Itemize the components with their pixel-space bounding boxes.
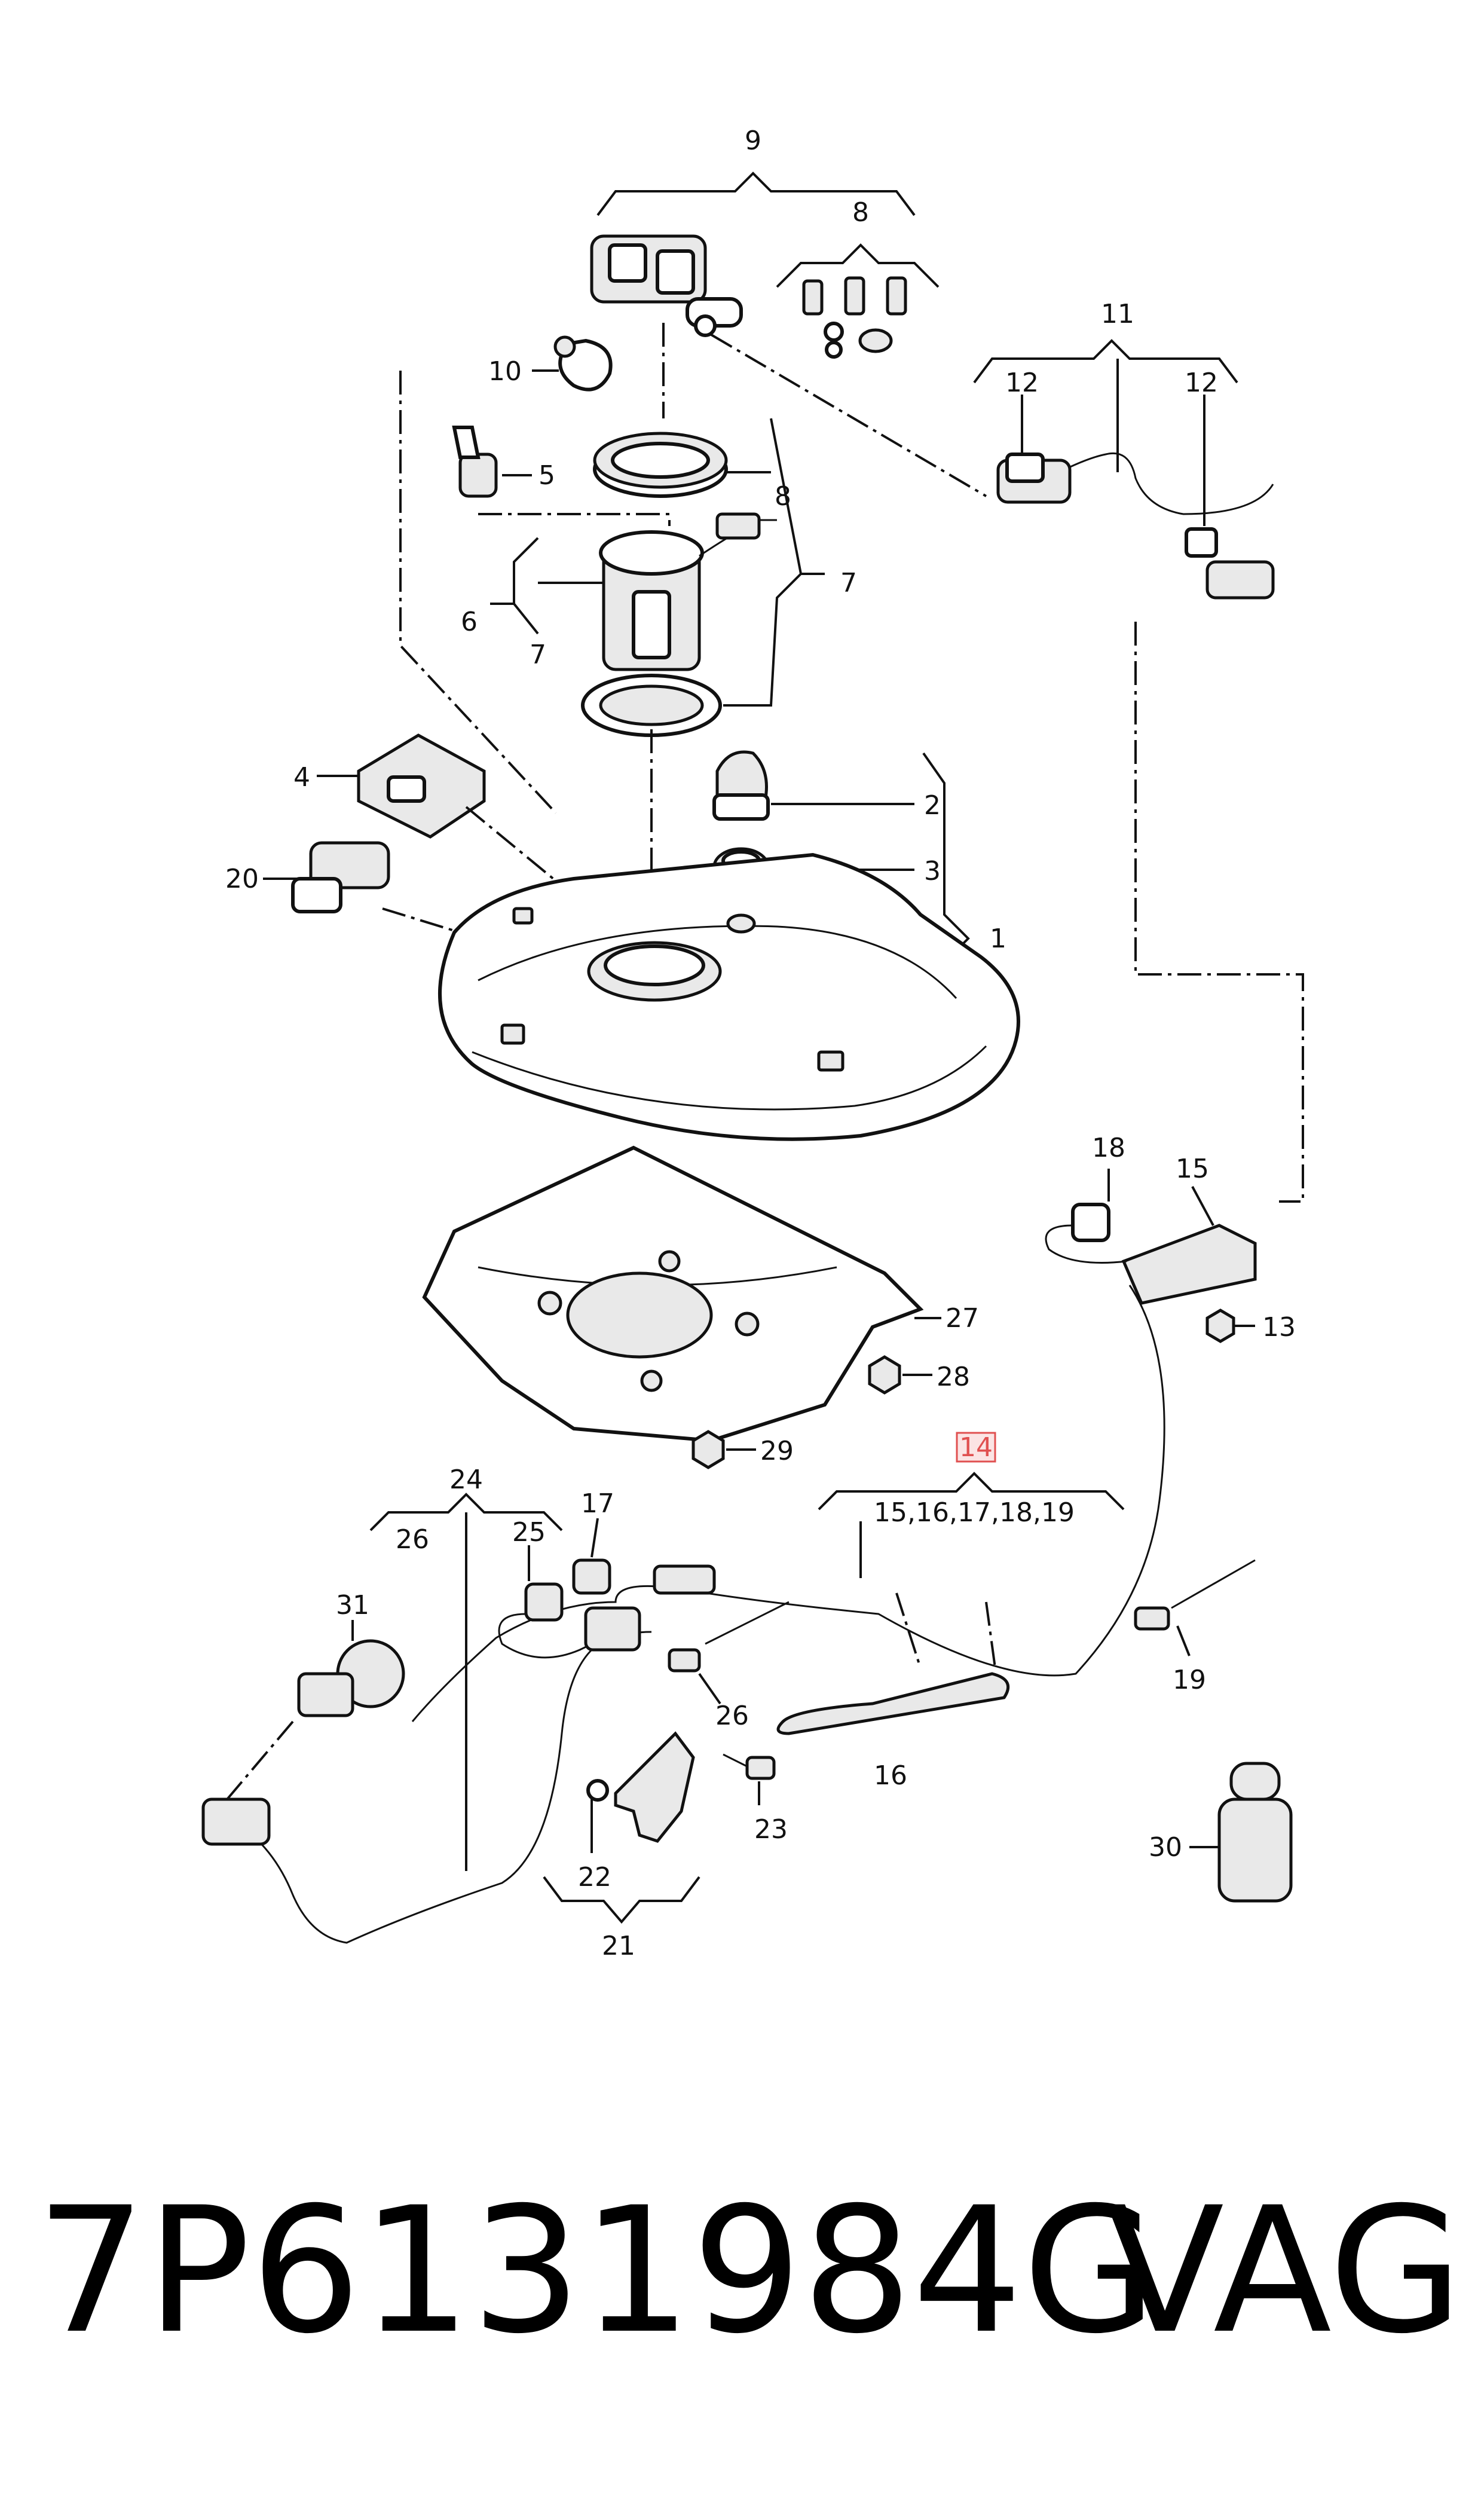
callout-23: 23 [754,1814,788,1845]
relay-box [584,1564,716,1652]
connector-bracket [1045,1203,1257,1305]
callout-29: 29 [760,1436,794,1466]
callout-9: 9 [745,126,761,156]
callout-20: 20 [225,864,259,894]
bracket-9 [596,172,916,216]
callout-3: 3 [924,856,941,886]
bracket-6 [513,537,539,635]
callout-19: 19 [1173,1665,1206,1695]
callout-1: 1 [990,924,1006,954]
mounting-bracket [586,1731,695,1843]
callout-22: 22 [578,1862,611,1893]
callout-18: 18 [1092,1133,1125,1163]
callout-5: 5 [538,460,555,491]
level-sensor [297,1639,405,1717]
callout-12-left: 12 [1005,368,1039,398]
bracket-8 [776,243,940,288]
callout-21: 21 [602,1931,635,1961]
callout-26-left: 26 [396,1524,429,1555]
callout-8-ring: 8 [775,481,791,512]
callout-27: 27 [946,1303,979,1334]
callout-13: 13 [1262,1312,1296,1343]
callout-10: 10 [488,356,522,387]
fuel-pump-control-unit [590,234,743,337]
hose-fitting [452,426,498,498]
callout-12-right: 12 [1185,368,1218,398]
callout-2: 2 [924,790,941,821]
sensor-connector [291,841,390,913]
callout-15: 15 [1176,1154,1209,1184]
caption: 7P6131984G VAG [36,2170,1463,2372]
callout-31: 31 [336,1590,369,1621]
callout-7-right: 7 [840,568,857,598]
bracket-24 [369,1493,563,1531]
underbody-shield [422,1145,924,1443]
nut-28 [868,1355,901,1395]
highlight-box-14 [956,1432,996,1463]
sealant-bottle [1217,1762,1293,1903]
nut-29 [691,1430,725,1469]
callout-6: 6 [461,607,478,637]
callout-7-left: 7 [530,640,546,670]
callout-14: 14 [959,1432,993,1463]
callout-4: 4 [293,762,310,793]
cable-tie [1134,1559,1256,1631]
cable-tie-26 [668,1601,790,1673]
relay-connector [357,733,486,839]
connector-31 [201,1797,271,1846]
hose-clamp [553,335,613,392]
harness-24 [215,1649,593,1944]
filler-cap [712,750,770,821]
bolt-23 [723,1753,776,1780]
nut-13 [1205,1309,1235,1343]
bracket-14 [818,1472,1125,1511]
parts-diagram: 9 8 11 12 12 10 5 8 7 6 7 4 2 20 3 1 18 … [201,126,1304,1961]
callout-24: 24 [449,1465,483,1495]
callout-16: 16 [874,1760,907,1791]
callout-14-subparts: 15,16,17,18,19 [874,1497,1075,1528]
callout-11: 11 [1101,299,1134,329]
harness-strip [776,1672,1010,1735]
callout-8-top: 8 [852,197,869,228]
bracket-21 [543,1876,700,1924]
callout-30: 30 [1149,1832,1182,1863]
callout-25: 25 [512,1517,546,1548]
part-number: 7P6131984G [36,2170,1157,2372]
seal-ring [581,674,722,737]
bracket-11 [973,339,1238,384]
wiring-harness [996,452,1275,600]
callout-17: 17 [581,1488,614,1519]
locking-ring [593,432,728,498]
fuel-tank [438,852,1020,1141]
callout-28: 28 [937,1362,970,1392]
fuel-pump-module [599,512,777,671]
brand-name: VAG [1106,2170,1463,2372]
connector-17 [572,1558,611,1595]
harness-14 [411,1285,1165,1722]
bracket-7 [723,418,803,707]
callout-26-right: 26 [715,1701,749,1731]
screws-and-washers [802,276,907,359]
